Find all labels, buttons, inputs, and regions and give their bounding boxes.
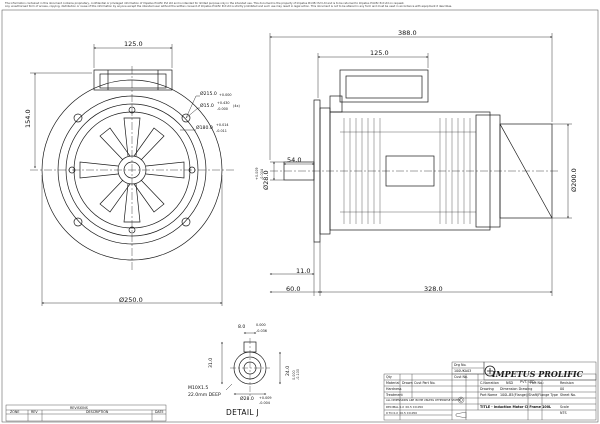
detail-dim-24: 24.0 <box>286 365 291 376</box>
detail-dimensions <box>221 332 281 395</box>
rev-header-description: DESCRIPTION <box>86 410 109 414</box>
front-tol-holes-b: -0.000 <box>217 107 228 111</box>
side-dim-spigot-len: 60.0 <box>286 285 301 293</box>
detail-thread-2: 22.0mm DEEP <box>188 393 221 398</box>
scale-value: NTS <box>560 411 567 415</box>
front-tol-spigot-a: +0.014 <box>216 123 229 127</box>
part-no-label: Part No.: <box>530 381 545 385</box>
projection-symbol-icon <box>455 396 467 419</box>
front-dim-height: 154.0 <box>24 109 32 128</box>
rev-header-date: DATE <box>155 410 164 414</box>
detail-tol-key-b: -0.036 <box>256 329 267 333</box>
revision-value: 00 <box>560 387 565 391</box>
terminal-box-side <box>339 69 429 103</box>
detail-tol-dia-a: +0.009 <box>259 396 272 400</box>
sheet-label: Sheet No. <box>560 393 577 397</box>
front-holes-count: (4x) <box>233 104 240 108</box>
rev-header-zone: ZONE <box>10 410 20 414</box>
row-hardness: Hardness <box>386 387 402 391</box>
front-tol-pcd: +0.000 <box>219 93 232 97</box>
scale-label: Scale <box>560 405 569 409</box>
rev-header-rev: REV <box>31 410 38 414</box>
drawing-value: Dimension Drawing <box>500 387 533 391</box>
detail-tol-24-b: -0.100 <box>296 369 300 380</box>
drg-no: 100UKA03 <box>454 369 472 373</box>
sheet-border <box>1 9 599 423</box>
side-dim-top: 125.0 <box>370 49 389 57</box>
front-tol-holes-a: +0.430 <box>217 101 230 105</box>
c-narration-label: C.Narration <box>480 381 499 385</box>
drawn-label: Drawn <box>402 381 413 385</box>
side-tol-shaft-a: +0.009 <box>255 167 259 180</box>
tol-row-1: DECIMAL 0.X ±0.5 ±0.050 <box>386 405 423 409</box>
detail-title: DETAIL J <box>226 408 260 417</box>
revision-label: Revision <box>560 381 574 385</box>
row-qty: Qty <box>386 375 392 379</box>
tol-row-2: 0 TO 0.X ±0.5 ±0.050 <box>386 411 417 415</box>
c-narration: NSD <box>506 381 514 385</box>
part-name: 100L-B5(Flange)(Shaft)Flange Type <box>500 393 558 397</box>
front-dim-spigot: Ø180.0 <box>196 126 213 131</box>
notice-line-2: Any unauthorised form of access, copying… <box>5 5 453 9</box>
terminal-box-front <box>93 69 173 91</box>
detail-tol-dia-b: -0.004 <box>259 401 270 405</box>
tolerance-note: ALL DIMENSIONS ARE IN MM UNLESS OTHERWIS… <box>386 399 462 402</box>
row-treatment: Treatment <box>386 393 403 397</box>
front-view <box>30 66 234 270</box>
front-dim-holes: Ø15.0 <box>200 104 214 109</box>
company-sub: PVT. LTD. <box>520 380 536 384</box>
side-view <box>270 69 560 243</box>
front-tol-spigot-b: -0.011 <box>216 129 227 133</box>
front-dim-top: 125.0 <box>124 40 143 48</box>
detail-j-view <box>230 338 270 396</box>
confidentiality-notice: The information contained in this docume… <box>5 2 475 8</box>
side-dimensions <box>269 33 572 296</box>
detail-thread-1: M10X1.5 <box>188 386 209 391</box>
side-dim-outer-dia: Ø200.0 <box>570 168 578 192</box>
drg-no-label: Drg No. <box>454 363 467 367</box>
title-block <box>383 361 597 421</box>
side-dim-body: 328.0 <box>424 285 443 293</box>
cust-no-label: Cust No. <box>454 375 468 379</box>
front-dim-flange: Ø250.0 <box>119 296 143 304</box>
notice-line-1: The information contained in this docume… <box>5 2 405 5</box>
revision-block <box>5 404 167 422</box>
company-logo-icon <box>484 365 496 377</box>
detail-dim-key: 8.0 <box>238 325 246 330</box>
row-material: Material <box>386 381 400 385</box>
detail-tol-key-a: 0.000 <box>256 323 266 327</box>
cust-part-label: Cust Part No. <box>414 381 436 385</box>
side-dim-shaft-len: 54.0 <box>287 156 302 164</box>
detail-dim-dia: Ø28.0 <box>240 397 254 402</box>
side-tol-shaft-b: -0.004 <box>260 169 264 180</box>
detail-dim-height: 31.0 <box>209 357 214 368</box>
front-dim-pcd: Ø215.0 <box>200 92 217 97</box>
front-dimensions <box>30 44 223 306</box>
title-text: TITLE - Induction Motor CI Frame 100L <box>480 405 552 409</box>
revisions-title: REVISIONS <box>70 406 88 410</box>
company-name: IMPETUS PROLIFIC <box>492 369 583 379</box>
side-dim-overall: 388.0 <box>398 29 417 37</box>
side-dim-flange-thk: 11.0 <box>296 267 311 275</box>
drawing-label: Drawing <box>480 387 494 391</box>
part-name-label: Part Name <box>480 393 498 397</box>
